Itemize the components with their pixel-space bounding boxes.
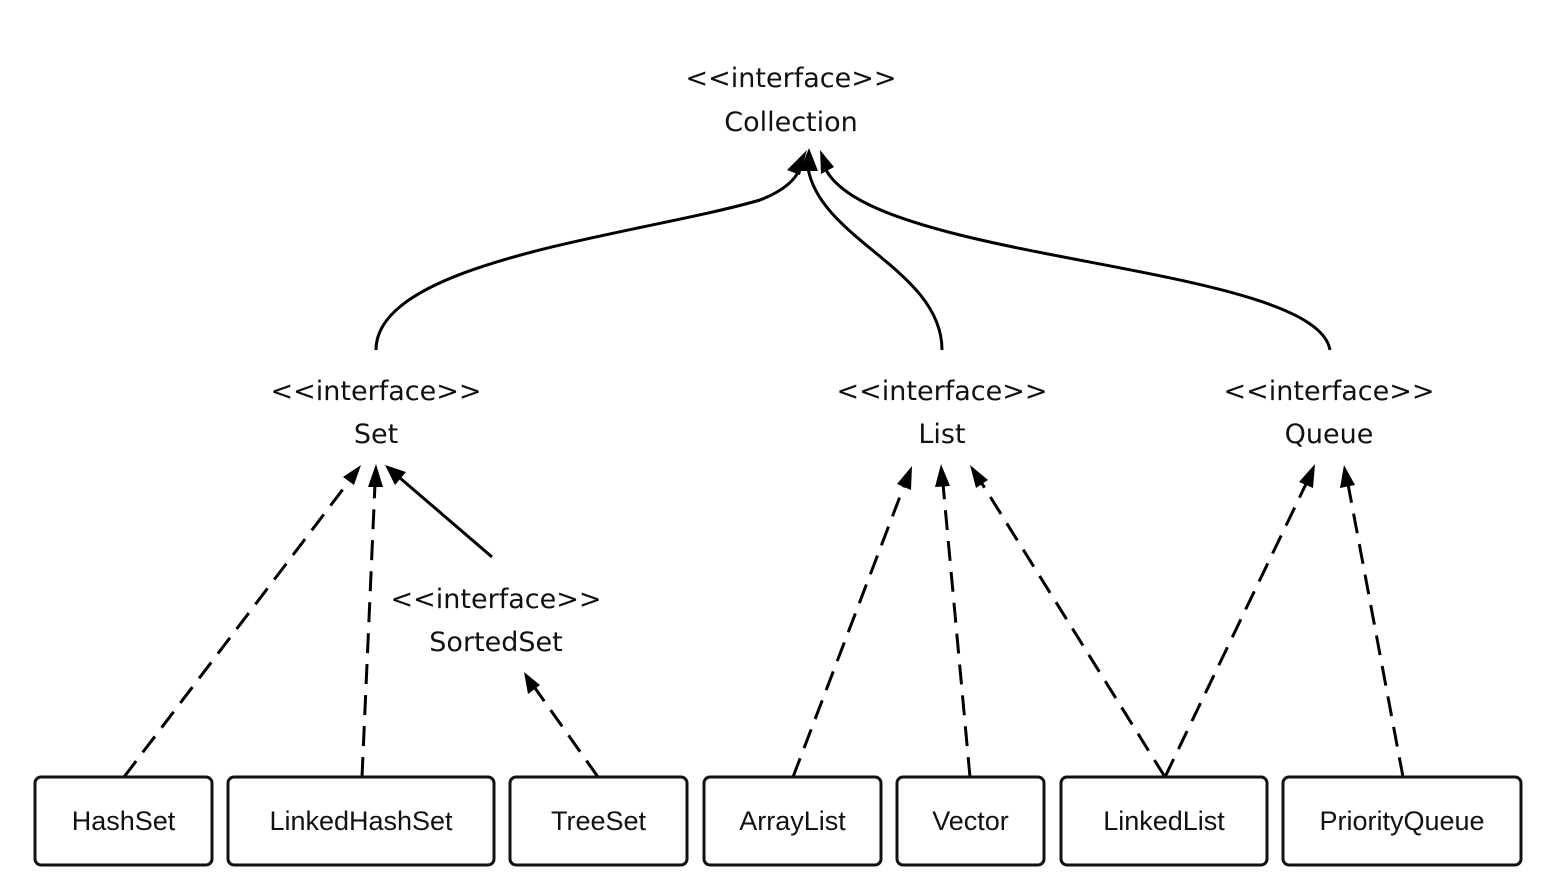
class-vector-label: Vector: [932, 806, 1009, 836]
arrowhead-priorityqueue-queue: [1340, 465, 1355, 488]
interface-sortedset-stereotype: <<interface>>: [391, 584, 602, 615]
arrowhead-set-collection: [787, 150, 807, 175]
class-priorityqueue: PriorityQueue: [1281, 775, 1523, 867]
interface-set-name: Set: [354, 419, 398, 450]
interface-list-name: List: [918, 419, 965, 450]
class-hashset-box: [33, 775, 214, 867]
arrowhead-linkedlist-queue: [1299, 464, 1315, 488]
interface-queue-name: Queue: [1285, 419, 1374, 450]
class-priorityqueue-label: PriorityQueue: [1319, 806, 1484, 836]
class-hashset: HashSet: [33, 775, 214, 867]
edge-sortedset-to-set: [399, 476, 493, 559]
class-vector: Vector: [895, 775, 1046, 867]
arrowhead-arraylist-list: [897, 466, 912, 490]
class-linkedhashset-label: LinkedHashSet: [269, 806, 453, 836]
class-hashset-label: HashSet: [72, 806, 176, 836]
edge-list-to-collection: [806, 167, 944, 351]
interface-queue: <<interface>> Queue: [1224, 376, 1435, 450]
class-treeset-label: TreeSet: [551, 806, 647, 836]
edge-priorityqueue-to-queue: [1346, 483, 1405, 778]
interface-sortedset-name: SortedSet: [429, 627, 562, 658]
interface-collection-name: Collection: [724, 107, 858, 138]
class-treeset-box: [508, 775, 689, 867]
arrowhead-list-collection: [800, 148, 818, 171]
interface-set: <<interface>> Set: [271, 376, 482, 450]
interface-collection: <<interface>> Collection: [686, 63, 897, 138]
class-linkedhashset-box: [226, 775, 496, 867]
arrowhead-linkedhashset-set: [368, 464, 383, 487]
arrowhead-treeset-sortedset: [524, 672, 540, 694]
edge-linkedlist-to-queue: [1163, 483, 1308, 778]
edge-linkedhashset-to-set: [360, 483, 377, 778]
class-linkedhashset: LinkedHashSet: [226, 775, 496, 867]
class-arraylist-label: ArrayList: [739, 806, 846, 836]
interface-collection-stereotype: <<interface>>: [686, 63, 897, 94]
interface-sortedset: <<interface>> SortedSet: [391, 584, 602, 658]
arrowhead-hashset-set: [343, 465, 361, 485]
edge-linkedlist-to-list: [979, 481, 1167, 778]
class-treeset: TreeSet: [508, 775, 689, 867]
edge-set-to-collection: [374, 169, 801, 351]
edge-arraylist-to-list: [791, 485, 906, 778]
arrowhead-linkedlist-list: [970, 465, 988, 488]
class-linkedlist: LinkedList: [1059, 775, 1269, 867]
interface-queue-stereotype: <<interface>>: [1224, 376, 1435, 407]
interface-set-stereotype: <<interface>>: [271, 376, 482, 407]
edge-treeset-to-sortedset: [533, 687, 600, 778]
edge-hashset-to-set: [122, 479, 352, 778]
interface-list: <<interface>> List: [837, 376, 1048, 450]
arrowhead-sortedset-set: [385, 465, 406, 485]
arrowhead-vector-list: [935, 464, 950, 487]
class-arraylist-box: [702, 775, 883, 867]
class-priorityqueue-box: [1281, 775, 1523, 867]
class-arraylist: ArrayList: [702, 775, 883, 867]
class-linkedlist-label: LinkedList: [1103, 806, 1225, 836]
interface-list-stereotype: <<interface>>: [837, 376, 1048, 407]
arrowhead-queue-collection: [820, 150, 834, 174]
class-vector-box: [895, 775, 1046, 867]
edge-queue-to-collection: [824, 169, 1332, 351]
edge-vector-to-list: [941, 483, 972, 778]
class-linkedlist-box: [1059, 775, 1269, 867]
